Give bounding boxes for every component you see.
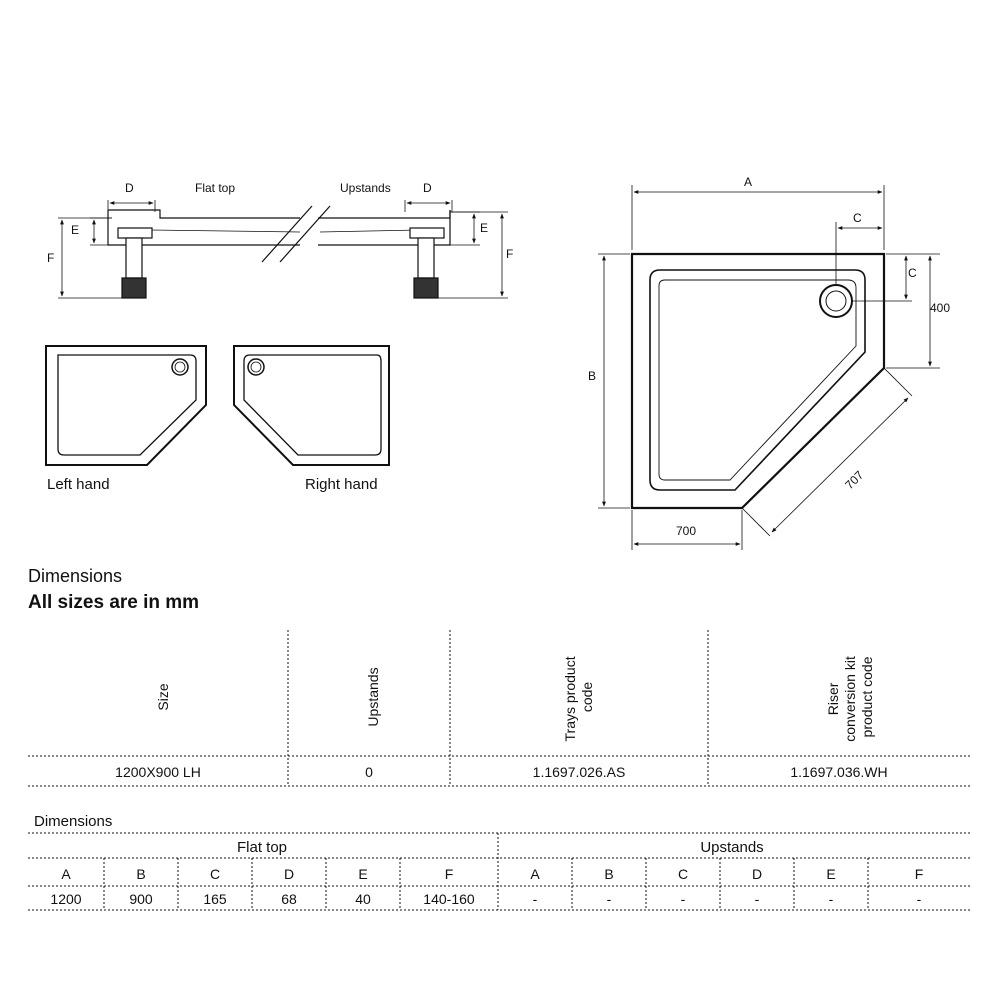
left-hand-tray [45,345,207,466]
up-val-a: - [533,891,538,907]
header-riser-code: Riser conversion kit product code [825,652,875,741]
all-sizes-heading: All sizes are in mm [28,592,200,613]
up-col-b: B [604,866,613,882]
dimensions-heading: Dimensions [28,566,123,586]
flat-val-c: 165 [203,891,227,907]
up-col-c: C [678,866,688,882]
up-val-d: - [755,891,760,907]
section-label-d: D [125,181,134,195]
plan-label-700: 700 [676,524,696,538]
header-upstands: Upstands [365,667,381,726]
flat-col-d: D [284,866,294,882]
section-label-f: F [47,251,54,265]
header-riser-code-line1: Riser [825,682,841,715]
flat-val-a: 1200 [50,891,81,907]
up-val-f: - [917,891,922,907]
plan-label-c-top: C [853,211,862,225]
flat-col-b: B [136,866,145,882]
left-hand-label: Left hand [47,476,110,493]
header-trays-code: Trays product code [562,653,595,742]
section-label-d-right: D [423,181,432,195]
cell-upstands: 0 [365,764,373,780]
up-col-d: D [752,866,762,882]
header-riser-code-line3: product code [859,656,875,737]
flat-col-a: A [61,866,71,882]
dimensions-table [28,832,970,911]
flat-top-group-label: Flat top [237,839,287,856]
plan-label-b: B [588,369,596,383]
product-table [28,630,970,787]
header-trays-code-line2: code [579,682,595,713]
right-hand-tray [233,345,390,466]
dimensions-table-title: Dimensions [34,813,113,830]
plan-label-a: A [744,175,752,189]
section-label-e: E [71,223,79,237]
section-view [58,200,508,299]
flat-val-e: 40 [355,891,371,907]
section-label-upstands: Upstands [340,181,391,195]
header-size: Size [155,683,171,710]
flat-val-f: 140-160 [423,891,475,907]
section-label-flat-top: Flat top [195,181,235,195]
flat-val-d: 68 [281,891,297,907]
up-col-f: F [915,866,924,882]
up-val-c: - [681,891,686,907]
section-label-e-right: E [480,221,488,235]
flat-col-e: E [358,866,367,882]
flat-val-b: 900 [129,891,153,907]
plan-label-c-right: C [908,266,917,280]
up-col-a: A [530,866,540,882]
right-hand-label: Right hand [305,476,378,493]
cell-riser-code: 1.1697.036.WH [790,764,887,780]
plan-label-400: 400 [930,301,950,315]
cell-trays-code: 1.1697.026.AS [533,764,626,780]
up-val-e: - [829,891,834,907]
up-col-e: E [826,866,835,882]
section-label-f-right: F [506,247,513,261]
header-riser-code-line2: conversion kit [842,656,858,742]
upstands-group-label: Upstands [700,839,763,856]
plan-view [598,185,940,550]
plan-label-707: 707 [842,468,866,492]
flat-col-c: C [210,866,220,882]
up-val-b: - [607,891,612,907]
header-trays-code-line1: Trays product [562,656,578,741]
cell-size: 1200X900 LH [115,764,201,780]
flat-col-f: F [445,866,454,882]
